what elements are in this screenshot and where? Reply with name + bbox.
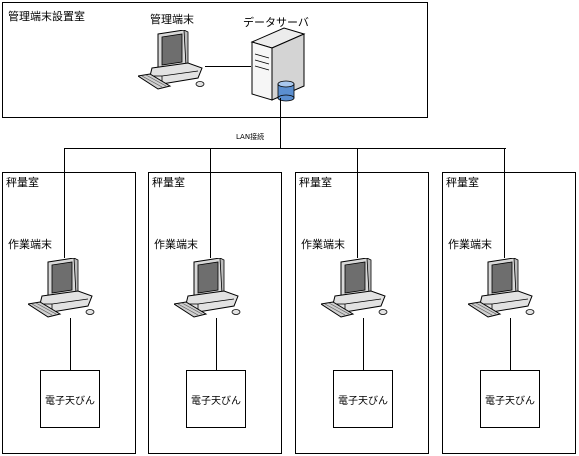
- electronic-balance-box: 電子天びん: [480, 370, 540, 428]
- server-label: データサーバ: [243, 16, 309, 29]
- weighing-room-label: 秤量室: [6, 176, 39, 189]
- electronic-balance-label: 電子天びん: [45, 395, 95, 407]
- electronic-balance-label: 電子天びん: [191, 395, 241, 407]
- lan-drop-line: [64, 148, 65, 258]
- server-icon: [250, 27, 306, 102]
- device-link-line: [70, 318, 71, 370]
- lan-drop-line: [504, 148, 505, 258]
- work-terminal-label: 作業端末: [301, 238, 345, 251]
- admin-terminal-label: 管理端末: [150, 13, 194, 26]
- work-pc-icon: [321, 258, 388, 318]
- electronic-balance-box: 電子天びん: [333, 370, 393, 428]
- lan-bus-line: [64, 148, 506, 149]
- work-terminal-label: 作業端末: [8, 238, 52, 251]
- device-link-line: [510, 318, 511, 370]
- electronic-balance-box: 電子天びん: [40, 370, 100, 428]
- lan-trunk-line: [280, 98, 281, 148]
- work-pc-icon: [468, 258, 535, 318]
- admin-room-label: 管理端末設置室: [8, 10, 85, 23]
- weighing-room-label: 秤量室: [299, 176, 332, 189]
- work-pc-icon: [28, 258, 95, 318]
- lan-label: LAN接続: [236, 133, 265, 141]
- lan-drop-line: [210, 148, 211, 258]
- weighing-room-label: 秤量室: [152, 176, 185, 189]
- device-link-line: [216, 318, 217, 370]
- device-link-line: [363, 318, 364, 370]
- electronic-balance-label: 電子天びん: [338, 395, 388, 407]
- work-terminal-label: 作業端末: [154, 238, 198, 251]
- work-terminal-label: 作業端末: [448, 238, 492, 251]
- electronic-balance-box: 電子天びん: [186, 370, 246, 428]
- admin-link-line: [205, 66, 251, 67]
- admin-pc-icon: [138, 30, 205, 90]
- lan-drop-line: [357, 148, 358, 258]
- weighing-room-label: 秤量室: [446, 176, 479, 189]
- electronic-balance-label: 電子天びん: [485, 395, 535, 407]
- admin-room-box: [2, 2, 428, 118]
- work-pc-icon: [174, 258, 241, 318]
